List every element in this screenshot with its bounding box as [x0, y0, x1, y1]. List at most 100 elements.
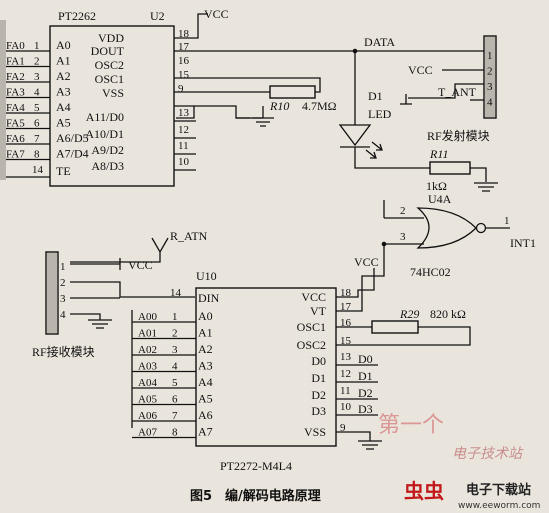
encoder-ref: U2	[150, 9, 165, 23]
tx-vcc-label: VCC	[408, 63, 433, 77]
encoder-pin-number: 1	[34, 40, 40, 52]
decoder-pin-label: A1	[198, 326, 213, 340]
rx-module-label: RF接收模块	[32, 344, 95, 359]
led-type: LED	[368, 107, 392, 121]
r10-value: 4.7MΩ	[302, 99, 337, 113]
gate-out-net: INT1	[510, 236, 536, 250]
decoder-right-label: OSC2	[297, 338, 326, 352]
encoder-pin-number: 8	[34, 149, 40, 161]
decoder-right-label: D0	[311, 354, 326, 368]
rx-pin-number: 1	[60, 261, 66, 273]
encoder-pin-label: A1	[56, 54, 71, 68]
decoder-input-net: A07	[138, 427, 157, 439]
r29-value: 820 kΩ	[430, 307, 466, 321]
decoder-input-net: A06	[138, 410, 157, 422]
r10-ref: R10	[269, 99, 289, 113]
decoder-pin-number: 2	[172, 328, 178, 340]
decoder-input-net: A05	[138, 394, 157, 406]
encoder-right-label: A11/D0	[86, 110, 124, 124]
r29-ref: R29	[399, 307, 419, 321]
encoder-right-label: VSS	[102, 86, 124, 100]
decoder-pin-label: A0	[198, 309, 213, 323]
decoder-output-net: D2	[358, 386, 373, 400]
tx-pin-number: 4	[487, 97, 493, 109]
decoder-pin-number: 7	[172, 410, 178, 422]
encoder-right-pin: 18	[178, 28, 190, 40]
r11-value: 1kΩ	[426, 179, 447, 193]
decoder-pin-label: A3	[198, 359, 213, 373]
encoder-input-net: FA4	[6, 102, 25, 114]
decoder-right-label: OSC1	[297, 320, 326, 334]
data-net-label: DATA	[364, 35, 395, 49]
encoder-pin-number: 7	[34, 133, 40, 145]
decoder-input-net: A03	[138, 361, 157, 373]
decoder-pin-number: 1	[172, 311, 178, 323]
watermark: 第一个 电子技术站 虫虫 电子下载站 www.eeworm.com	[378, 413, 540, 511]
gate-pin-out: 1	[504, 215, 510, 227]
watermark-logo: 虫虫	[404, 479, 444, 503]
decoder-right-pin: 17	[340, 301, 352, 313]
rx-pin-number: 2	[60, 277, 66, 289]
encoder-right-pin: 9	[178, 83, 184, 95]
encoder-vcc-label: VCC	[204, 7, 229, 21]
encoder-right-pin: 15	[178, 69, 190, 81]
encoder-right-label: DOUT	[91, 44, 125, 58]
decoder-right-label: D3	[311, 404, 326, 418]
decoder-right-label: VSS	[304, 425, 326, 439]
encoder-te-label: TE	[56, 164, 71, 178]
decoder-right-pin: 10	[340, 401, 352, 413]
decoder-pin-label: A2	[198, 342, 213, 356]
decoder-input-net: A01	[138, 328, 157, 340]
encoder-input-net: FA1	[6, 56, 25, 68]
encoder-right-label: A8/D3	[91, 159, 124, 173]
encoder-pin-label: A7/D4	[56, 147, 89, 161]
decoder-right-label: D1	[311, 371, 326, 385]
encoder-pin-label: A4	[56, 100, 71, 114]
encoder-pin-label: A3	[56, 85, 71, 99]
gate-type: 74HC02	[410, 265, 451, 279]
gate-pin-b: 3	[400, 231, 406, 243]
rx-pin-number: 3	[60, 293, 66, 305]
encoder-right-label: A10/D1	[85, 127, 124, 141]
decoder-right-pin: 11	[340, 385, 351, 397]
tx-pin-number: 2	[487, 66, 493, 78]
encoder-pin-number: 2	[34, 56, 40, 68]
decoder-pin-label: A4	[198, 375, 213, 389]
encoder-name: PT2262	[58, 9, 96, 23]
led-d1: D1 LED	[338, 89, 430, 169]
decoder-right-pin: 12	[340, 368, 351, 380]
decoder-right-pin: 15	[340, 335, 352, 347]
watermark-brand: 电子下载站	[466, 482, 531, 498]
encoder-pin-label: A6/D5	[56, 131, 89, 145]
decoder-din-label: DIN	[198, 291, 220, 305]
encoder-input-net: FA2	[6, 71, 25, 83]
rx-ant-label: R_ATN	[170, 229, 208, 243]
decoder-output-net: D1	[358, 369, 373, 383]
decoder-output-net: D3	[358, 402, 373, 416]
rx-vcc-label: VCC	[128, 258, 153, 272]
encoder-right-label: VDD	[98, 31, 124, 45]
encoder-right-label: OSC2	[95, 58, 124, 72]
decoder-right-label: D2	[311, 388, 326, 402]
encoder-right-pin: 16	[178, 55, 190, 67]
tx-pin-number: 3	[487, 81, 493, 93]
watermark-line2: 电子技术站	[452, 446, 524, 462]
gate-ref: U4A	[428, 192, 452, 206]
decoder-pin-number: 6	[172, 394, 178, 406]
gate-pin-a: 2	[400, 205, 406, 217]
tx-ant-label: T_ANT	[438, 85, 477, 99]
decoder-right-pin: 9	[340, 422, 346, 434]
encoder-input-net: FA0	[6, 40, 25, 52]
nor-gate: U4A 74HC02 2 3 1 INT1	[400, 192, 536, 279]
encoder-right-label: OSC1	[95, 72, 124, 86]
encoder-pin-label: A0	[56, 38, 71, 52]
watermark-line1: 第一个	[378, 413, 444, 438]
encoder-pin-number: 5	[34, 102, 40, 114]
decoder-name: PT2272-M4L4	[220, 459, 292, 473]
decoder-pin-number: 4	[172, 361, 178, 373]
decoder-pin-label: A6	[198, 408, 213, 422]
